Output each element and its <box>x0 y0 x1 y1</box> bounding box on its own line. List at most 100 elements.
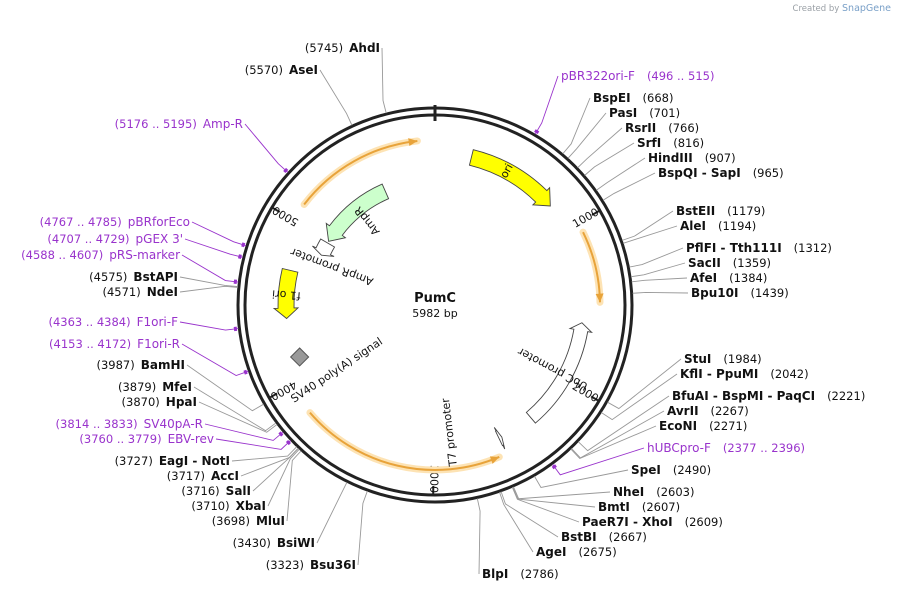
site-name: SpeI <box>631 463 661 477</box>
site-pbr322ori-f: pBR322ori-F (496 .. 515) <box>561 69 714 83</box>
site-position: (5570) <box>245 63 283 77</box>
site-f1ori-r: (4153 .. 4172) F1ori-R <box>49 337 180 351</box>
site-gap <box>721 256 733 270</box>
leader-ebv-rev <box>215 438 291 450</box>
site-name: BfuAI - BspMI - PaqCI <box>672 389 815 403</box>
site-gap <box>644 485 656 499</box>
site-position: (496 .. 515) <box>647 69 715 83</box>
leader-amp-r <box>244 123 289 173</box>
site-name: SacII <box>688 256 721 270</box>
feature-f1-ori-shape <box>272 267 300 320</box>
site-rsrii: RsrII (766) <box>625 121 699 135</box>
site-position: (4363 .. 4384) <box>48 315 130 329</box>
site-position: (3870) <box>122 395 160 409</box>
site-hindiii: HindIII (907) <box>648 151 736 165</box>
orf-glow-3 <box>306 409 503 474</box>
site-position: (3879) <box>118 380 156 394</box>
feature-label-sv40-poly-a-signal: SV40 poly(A) signal <box>288 335 385 406</box>
leader-bsiwi <box>316 482 348 544</box>
site-gap <box>637 106 649 120</box>
site-label-group: (5745) AhdI (5570) AseI (5176 .. 5195) Amp… <box>21 41 865 581</box>
leader-rsrii <box>577 127 623 169</box>
feature-label-f1-ori: f1 ori <box>272 287 302 302</box>
site-name: BstEII <box>676 204 715 218</box>
site-position: (2377 .. 2396) <box>723 441 805 455</box>
leader-eagi-noti <box>231 446 298 462</box>
site-mlui: (3698) MluI <box>212 514 285 528</box>
site-asei: (5570) AseI <box>245 63 318 77</box>
site-bfuai-bspmi-paqci: BfuAI - BspMI - PaqCI (2221) <box>672 389 865 403</box>
site-position: (1312) <box>794 241 832 255</box>
site-hubcpro-f: hUBCpro-F (2377 .. 2396) <box>647 441 805 455</box>
site-gap <box>699 404 711 418</box>
site-name: XbaI <box>236 499 266 513</box>
leader-kfli-ppumi <box>601 373 678 421</box>
feature-ubc-promoter-shape <box>525 322 593 424</box>
site-name: EcoNI <box>659 419 697 433</box>
site-name: hUBCpro-F <box>647 441 711 455</box>
site-position: (4767 .. 4785) <box>40 215 122 229</box>
orf-arc-3 <box>309 411 500 471</box>
site-bspqi-sapi: BspQI - SapI (965) <box>658 166 784 180</box>
site-position: (5176 .. 5195) <box>115 117 197 131</box>
site-ebv-rev: (3760 .. 3779) EBV-rev <box>79 432 214 446</box>
site-position: (3323) <box>266 558 304 572</box>
site-ahdi: (5745) AhdI <box>305 41 380 55</box>
leader-ndei <box>179 285 238 293</box>
site-position: (2786) <box>520 567 558 581</box>
site-afei: AfeI (1384) <box>690 271 767 285</box>
leader-f1ori-r <box>181 343 249 377</box>
site-gap <box>782 241 794 255</box>
leader-nhei <box>513 486 611 500</box>
site-ndei: (4571) NdeI <box>103 285 179 299</box>
site-name: pBR322ori-F <box>561 69 635 83</box>
site-name: AfeI <box>690 271 717 285</box>
site-gap <box>717 271 729 285</box>
site-gap <box>741 166 753 180</box>
primer-mark-pgex-3 <box>237 254 242 260</box>
site-agei: AgeI (2675) <box>536 545 617 559</box>
feature-label-ori: ori <box>497 162 515 181</box>
site-stui: StuI (1984) <box>684 352 762 366</box>
site-sacii: SacII (1359) <box>688 256 771 270</box>
site-avrii: AvrII (2267) <box>667 404 749 418</box>
leader-bfuai-bspmi-paqci <box>577 395 670 452</box>
site-position: (2609) <box>685 515 723 529</box>
leader-bstapi <box>179 276 238 288</box>
site-position: (701) <box>649 106 680 120</box>
site-gap <box>711 352 723 366</box>
site-position: (1439) <box>750 286 788 300</box>
site-name: Amp-R <box>203 117 243 131</box>
plasmid-length: 5982 bp <box>412 307 457 320</box>
site-position: (3727) <box>115 454 153 468</box>
leader-pasi <box>567 112 607 159</box>
site-name: BmtI <box>598 500 630 514</box>
site-f1ori-f: (4363 .. 4384) F1ori-F <box>48 315 178 329</box>
site-gap <box>758 367 770 381</box>
leader-xbai <box>267 448 300 507</box>
orf-arrowhead-3 <box>489 456 500 464</box>
leader-stui <box>607 358 682 410</box>
site-srfi: SrfI (816) <box>637 136 704 150</box>
primer-mark-sv40pa-r <box>278 431 284 437</box>
orf-glow-2 <box>579 228 604 306</box>
site-bstapi: (4575) BstAPI <box>89 270 178 284</box>
site-position: (4571) <box>103 285 141 299</box>
site-bmti: BmtI (2607) <box>598 500 680 514</box>
site-position: (3814 .. 3833) <box>56 417 138 431</box>
site-name: F1ori-F <box>137 315 178 329</box>
leader-alei <box>623 225 678 244</box>
leader-bspei <box>562 97 591 155</box>
credit-prefix: Created by <box>792 4 840 14</box>
site-name: Bsu36I <box>310 558 356 572</box>
tick-mark-4000 <box>269 392 278 399</box>
primer-mark-ebv-rev <box>285 439 291 446</box>
site-position: (907) <box>705 151 736 165</box>
site-position: (4707 .. 4729) <box>47 232 129 246</box>
site-position: (4588 .. 4607) <box>21 248 103 262</box>
leader-econi <box>570 425 657 460</box>
site-position: (816) <box>673 136 704 150</box>
site-sali: (3716) SalI <box>181 484 251 498</box>
site-amp-r: (5176 .. 5195) Amp-R <box>115 117 243 131</box>
